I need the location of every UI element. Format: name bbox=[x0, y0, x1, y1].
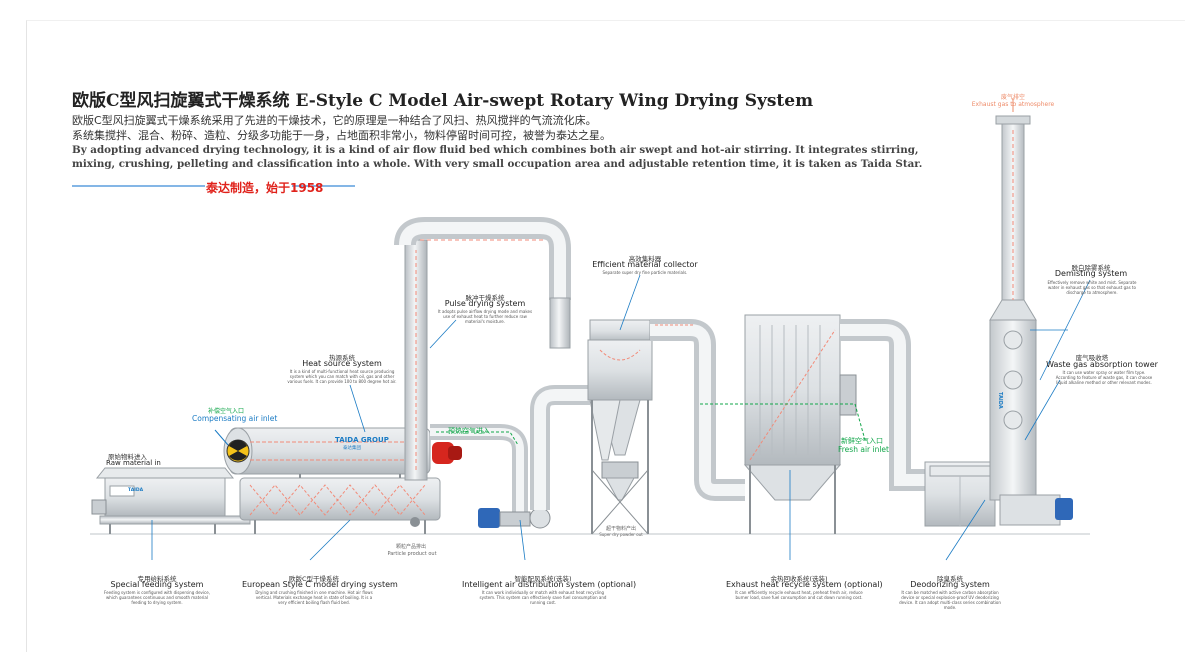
slogan: 泰达制造，始于1958 bbox=[206, 181, 324, 195]
cyclone-inlet-duct bbox=[530, 385, 590, 510]
intro-zh-line-1: 欧版C型风扫旋翼式干燥系统采用了先进的干燥技术，它的原理是一种结合了风扫、热风搅… bbox=[72, 114, 597, 127]
demisting-label-zh: 脱白除雾系统 bbox=[1071, 264, 1111, 272]
heat-label-en: Heat source system bbox=[302, 359, 382, 368]
intel-leader bbox=[519, 519, 526, 561]
euro-desc: Drying and crushing finished in one mach… bbox=[255, 590, 373, 605]
feed-label-zh: 专用给料系统 bbox=[137, 575, 177, 583]
intel-label-en: Intelligent air distribution system (opt… bbox=[462, 580, 637, 589]
collector-outlet-duct bbox=[650, 319, 745, 501]
euro-label-zh: 欧版C型干燥系统 bbox=[288, 575, 340, 583]
waste-desc: It can use water spray or water film typ… bbox=[1055, 370, 1153, 385]
intro-zh-line-2: 系统集搅拌、混合、粉碎、造粒、分级多功能于一身，占地面积非常小，物料停留时间可控… bbox=[72, 129, 611, 142]
comp-label-zh: 补偿空气入口 bbox=[208, 408, 245, 415]
demisting-label-en: Demisting system bbox=[1054, 269, 1128, 278]
pulse-label-en: Pulse drying system bbox=[444, 299, 526, 308]
heat-recycle-unit bbox=[700, 314, 866, 534]
air-distribution-fan bbox=[478, 507, 551, 529]
intro-en-line-1: By adopting advanced drying technology, … bbox=[72, 144, 919, 156]
collector-desc: Separate super dry fine particle materia… bbox=[602, 270, 688, 275]
euro-label-en: European Style C model drying system bbox=[242, 580, 398, 589]
heat-source-furnace bbox=[223, 427, 462, 478]
exhaust-label-en: Exhaust gas to atmosphere bbox=[971, 101, 1055, 108]
deodor-label-en: Deodorizing system bbox=[910, 580, 990, 589]
recycle-label-en: Exhaust heat recycle system (optional) bbox=[726, 580, 883, 589]
taida-tower-logo: TAIDA bbox=[997, 392, 1003, 409]
heat-desc: It is a kind of multi-functional heat so… bbox=[287, 369, 397, 384]
demisting-leader bbox=[1039, 279, 1091, 381]
super-label-zh: 超干物料产出 bbox=[605, 526, 636, 532]
exhaust-label-zh: 废气排空 bbox=[1000, 94, 1025, 101]
pulse-label-zh: 脉冲干燥系统 bbox=[465, 294, 505, 302]
fresh-label-en: Fresh air inlet bbox=[838, 445, 889, 454]
collector-label-zh: 高效集料器 bbox=[628, 255, 662, 263]
intel-desc: It can work individually or match with e… bbox=[479, 590, 607, 605]
deodorizing-box bbox=[924, 461, 996, 527]
pulse-drying-pipe bbox=[394, 217, 571, 481]
taida-hopper-logo: TAIDA bbox=[128, 488, 144, 493]
raw-label-zh: 原始物料进入 bbox=[108, 453, 147, 461]
heat-label-zh: 热源系统 bbox=[329, 354, 355, 362]
super-label-en: Super dry powder out bbox=[599, 532, 643, 537]
intel-label-zh: 智能配风系统(选装) bbox=[514, 575, 572, 583]
pulse-leader bbox=[429, 319, 457, 349]
particle-label-zh: 颗粒产品排出 bbox=[395, 544, 426, 550]
page-frame bbox=[26, 20, 1185, 652]
preheat-label-zh: 预热空气进入 bbox=[448, 427, 490, 435]
feed-label-en: Special feeding system bbox=[110, 580, 204, 589]
feed-desc: Feeding system is configured with disper… bbox=[104, 590, 210, 605]
deodorizer-inlet-duct bbox=[840, 319, 930, 491]
preheat-duct bbox=[430, 424, 528, 515]
taida-group-logo: TAIDA GROUP bbox=[335, 436, 389, 444]
comp-air-leader bbox=[214, 429, 229, 446]
feeding-hopper bbox=[91, 467, 251, 534]
deodor-leader bbox=[945, 499, 986, 561]
waste-label-zh: 废气吸收塔 bbox=[1075, 354, 1109, 362]
demisting-desc: Effectively remove white and mist. Separ… bbox=[1047, 280, 1137, 295]
absorption-tower bbox=[989, 115, 1073, 526]
collector-leader bbox=[619, 274, 641, 331]
fresh-label-zh: 新鲜空气入口 bbox=[841, 437, 883, 445]
material-collector bbox=[587, 319, 653, 535]
euro-leader bbox=[309, 519, 351, 561]
intro-en-line-2: mixing, crushing, pelleting and classifi… bbox=[72, 158, 923, 170]
comp-label-en: Compensating air inlet bbox=[192, 414, 278, 423]
deodor-desc: It can be matched with active carbon abs… bbox=[899, 590, 1001, 610]
deodor-label-zh: 除臭系统 bbox=[937, 575, 963, 583]
waste-leader bbox=[1024, 379, 1061, 441]
heat-leader bbox=[349, 384, 366, 433]
particle-label-en: Particle product out bbox=[387, 551, 437, 557]
raw-label-en: Raw material in bbox=[106, 459, 161, 467]
pulse-desc: It adopts pulse airflow drying mode and … bbox=[437, 309, 533, 324]
waste-label-en: Waste gas absorption tower bbox=[1046, 360, 1158, 369]
recycle-label-zh: 余热回收系统(选装) bbox=[770, 575, 828, 583]
collector-label-en: Efficient material collector bbox=[592, 260, 698, 269]
page-title: 欧版C型风扫旋翼式干燥系统 E-Style C Model Air-swept … bbox=[72, 91, 814, 111]
taida-group-sub: 泰达集团 bbox=[343, 446, 361, 451]
euro-dryer-drum bbox=[239, 477, 441, 534]
recycle-desc: It can efficiently recycle exhaust heat,… bbox=[735, 590, 863, 600]
